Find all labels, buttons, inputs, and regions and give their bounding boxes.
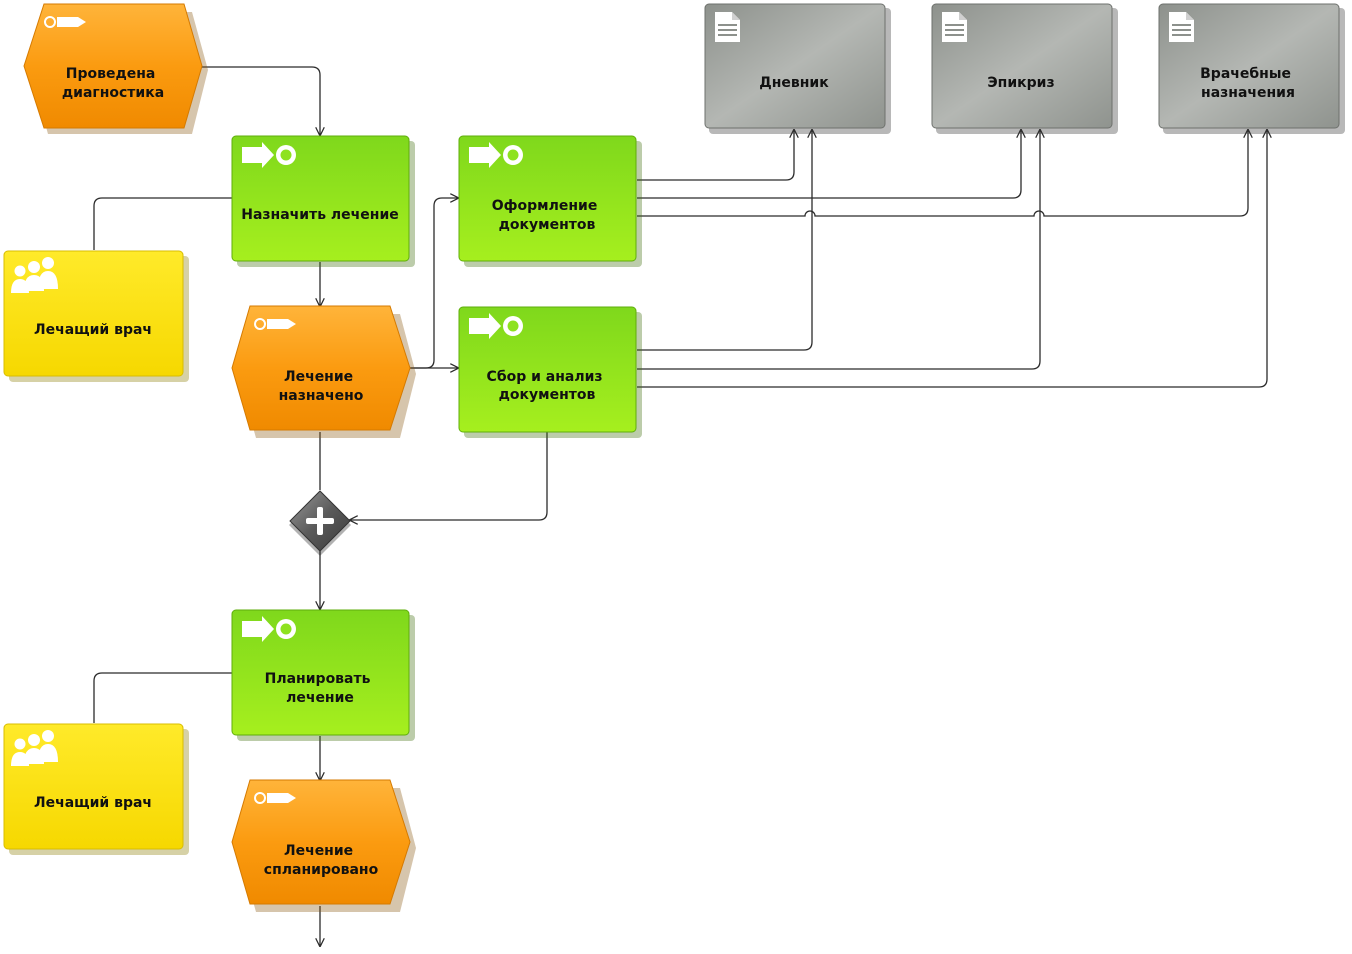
event-flag-icon [44, 16, 86, 28]
gateway-and[interactable] [289, 490, 351, 556]
edge-role1-to-assign [93, 197, 232, 250]
event-flag-icon [254, 318, 296, 330]
event-lechenie-splanirovano[interactable]: Лечение спланировано [231, 779, 416, 912]
function-oformlenie-dokumentov[interactable]: Оформление документов [458, 135, 642, 267]
event-label: Проведена диагностика [62, 66, 164, 101]
edge-assigned-to-docs [410, 198, 458, 369]
role-label: Лечащий врач [34, 795, 152, 811]
event-flag-icon [254, 792, 296, 804]
function-label: Назначить лечение [241, 207, 399, 223]
document-vrachebnye-naznacheniya[interactable]: Врачебные назначения [1158, 3, 1345, 134]
edge-diag-to-assign [200, 66, 320, 135]
document-epikriz[interactable]: Эпикриз [931, 3, 1118, 134]
document-icon [1169, 12, 1194, 42]
people-icon [11, 730, 58, 766]
edge-docs-to-epicrisis [637, 130, 1021, 199]
function-gear-icon [242, 616, 296, 642]
function-naznachit-lechenie[interactable]: Назначить лечение [231, 135, 415, 267]
function-gear-icon [469, 313, 523, 339]
edge-role2-to-plan [93, 672, 232, 723]
role-label: Лечащий врач [34, 322, 152, 338]
connections [93, 66, 1267, 946]
edge-collect-to-diary [637, 130, 812, 351]
event-label: Лечение спланировано [264, 843, 379, 878]
event-label: Лечение назначено [279, 369, 364, 404]
edge-collect-to-orders [637, 130, 1267, 388]
document-label: Врачебные назначения [1200, 66, 1296, 101]
function-label: Сбор и анализ документов [487, 369, 608, 403]
function-planirovat-lechenie[interactable]: Планировать лечение [231, 609, 415, 741]
plus-icon [306, 507, 334, 535]
document-dnevnik[interactable]: Дневник [704, 3, 891, 134]
document-icon [715, 12, 740, 42]
event-lechenie-naznacheno[interactable]: Лечение назначено [231, 305, 416, 438]
function-label: Оформление документов [492, 198, 602, 233]
edge-collect-to-epicrisis [637, 130, 1040, 370]
document-label: Эпикриз [987, 75, 1054, 91]
document-label: Дневник [759, 75, 829, 91]
edge-collect-to-gateway [350, 432, 548, 520]
people-icon [11, 257, 58, 293]
function-label: Планировать лечение [265, 671, 376, 706]
function-sbor-i-analiz-dokumentov[interactable]: Сбор и анализ документов [458, 306, 642, 438]
role-lechashchiy-vrach-2[interactable]: Лечащий врач [3, 723, 189, 855]
event-provedena-diagnostika[interactable]: Проведена диагностика [23, 3, 208, 134]
function-gear-icon [242, 142, 296, 168]
role-lechashchiy-vrach-1[interactable]: Лечащий врач [3, 250, 189, 382]
function-gear-icon [469, 142, 523, 168]
edge-docs-to-orders [637, 130, 1248, 217]
document-icon [942, 12, 967, 42]
edge-docs-to-diary [637, 130, 794, 181]
